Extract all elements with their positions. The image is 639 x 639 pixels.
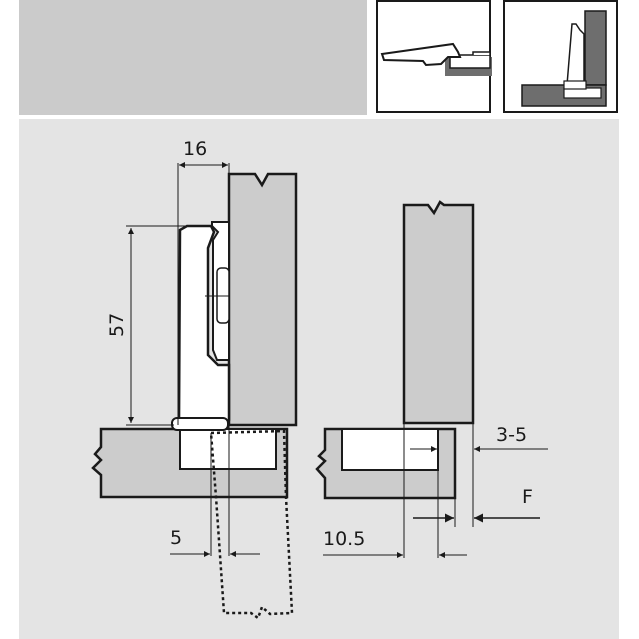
dim-label-57: 57 xyxy=(106,313,128,337)
dimension-57: 57 xyxy=(106,225,187,426)
dim-label-5: 5 xyxy=(170,527,182,549)
cabinet-side-right xyxy=(315,427,457,500)
technical-drawing-panel: 16 57 5 xyxy=(19,119,619,639)
dimension-F: F xyxy=(413,486,540,523)
door-panel-left xyxy=(227,172,298,427)
dim-label-10-5: 10.5 xyxy=(323,528,365,550)
thumbnail-hinge-closed xyxy=(503,0,618,113)
dimension-5: 5 xyxy=(170,425,260,557)
dimension-3-5: 3-5 xyxy=(410,424,548,452)
dim-label-16: 16 xyxy=(183,138,207,160)
hinge-open-icon xyxy=(380,42,492,76)
dimension-10-5: 10.5 xyxy=(323,528,467,558)
cabinet-side-left xyxy=(91,427,289,499)
hinge-arm xyxy=(171,221,231,431)
hinge-closed-icon xyxy=(521,10,607,107)
dimension-16: 16 xyxy=(177,138,230,425)
door-panel-right xyxy=(402,200,475,425)
hinge-dimension-drawing: 16 57 5 xyxy=(91,138,548,620)
dim-label-3-5: 3-5 xyxy=(496,424,527,446)
door-open-outline xyxy=(209,429,294,620)
header-banner xyxy=(19,0,367,115)
dim-label-F: F xyxy=(522,486,533,508)
thumbnail-hinge-open xyxy=(376,0,492,113)
